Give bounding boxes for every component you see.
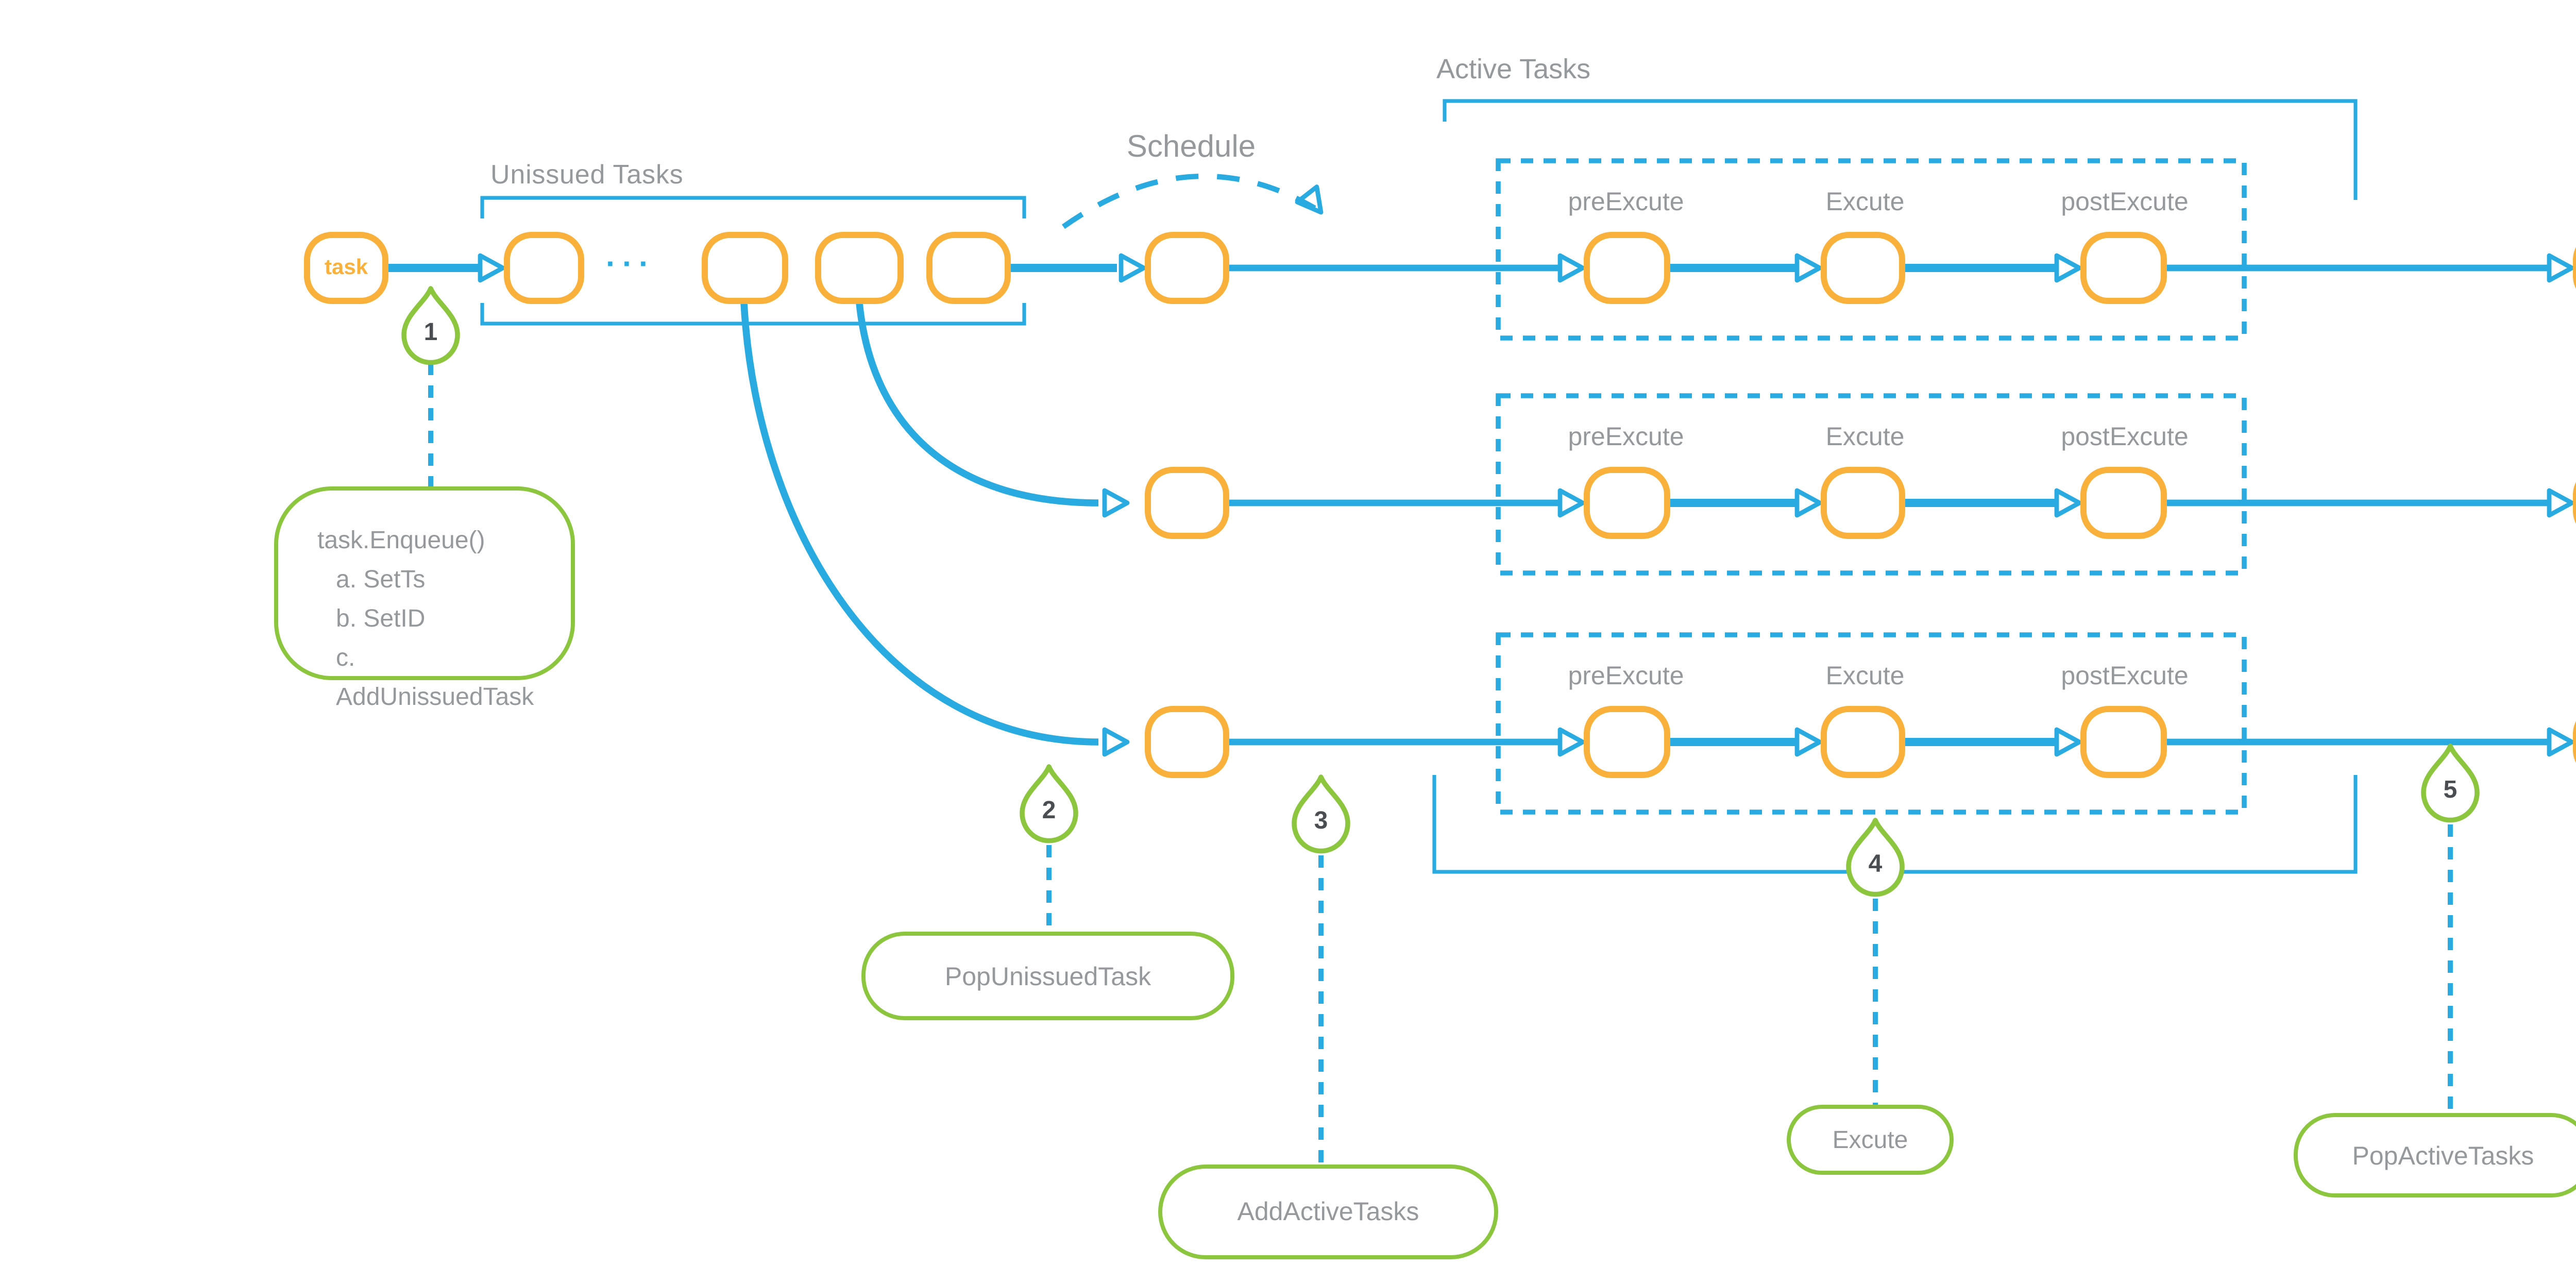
flow-lines bbox=[385, 264, 2547, 746]
pre-excute-label-row2: preExcute bbox=[1568, 423, 1684, 451]
pre-excute-label-row1: preExcute bbox=[1568, 188, 1684, 216]
scheduled-node-row3 bbox=[1145, 706, 1229, 778]
scheduled-node-row1 bbox=[1145, 232, 1229, 304]
pre-node-row3 bbox=[1584, 706, 1670, 778]
marker-1-number: 1 bbox=[423, 317, 438, 346]
annotation-markers bbox=[404, 289, 2477, 895]
unissued-tasks-label: Unissued Tasks bbox=[490, 159, 684, 190]
post-node-row2 bbox=[2080, 467, 2167, 539]
brackets bbox=[480, 99, 2358, 874]
exec-node-row2 bbox=[1821, 467, 1905, 539]
unissued-top-bracket bbox=[480, 196, 1026, 218]
pop-active-tasks-box: PopActiveTasks bbox=[2294, 1113, 2576, 1197]
task-source-node bbox=[304, 232, 388, 304]
schedule-arc bbox=[1061, 173, 1316, 229]
marker-4-number: 4 bbox=[1868, 849, 1883, 878]
marker-2-number: 2 bbox=[1042, 796, 1056, 824]
pre-node-row1 bbox=[1584, 232, 1670, 304]
post-excute-label-row3: postExcute bbox=[2061, 662, 2189, 690]
post-node-row3 bbox=[2080, 706, 2167, 778]
unissued-bottom-bracket bbox=[480, 303, 1026, 326]
add-active-tasks-box: AddActiveTasks bbox=[1158, 1165, 1498, 1259]
unissued-node-2 bbox=[702, 232, 788, 304]
pre-excute-label-row3: preExcute bbox=[1568, 662, 1684, 690]
marker-3-number: 3 bbox=[1314, 806, 1328, 835]
enqueue-line-b: b. SetID bbox=[336, 604, 426, 633]
schedule-label: Schedule bbox=[1126, 130, 1256, 165]
unissued-node-1 bbox=[504, 232, 584, 304]
pipeline-box-row1 bbox=[1496, 158, 2247, 341]
marker-5-number: 5 bbox=[2443, 775, 2458, 804]
post-excute-label-row1: postExcute bbox=[2061, 188, 2189, 216]
task-node-label: task bbox=[324, 256, 368, 280]
post-excute-label-row2: postExcute bbox=[2061, 423, 2189, 451]
active-tasks-label: Active Tasks bbox=[1436, 54, 1591, 85]
pipeline-box-row3 bbox=[1496, 632, 2247, 815]
annotation-leaders bbox=[428, 363, 2453, 1165]
enqueue-line-title: task.Enqueue() bbox=[317, 526, 485, 554]
excute-label-row2: Excute bbox=[1825, 423, 1905, 451]
enqueue-line-c: c. AddUnissuedTask bbox=[336, 643, 534, 711]
arrowheads bbox=[480, 187, 2572, 754]
excute-annotation-box: Excute bbox=[1787, 1105, 1954, 1175]
pop-unissued-task-box: PopUnissuedTask bbox=[861, 932, 1234, 1020]
enqueue-line-a: a. SetTs bbox=[336, 565, 426, 594]
pre-node-row2 bbox=[1584, 467, 1670, 539]
active-top-bracket bbox=[1443, 99, 2358, 200]
excute-label-row3: Excute bbox=[1825, 662, 1905, 690]
scheduled-node-row2 bbox=[1145, 467, 1229, 539]
enqueue-annotation-box: task.Enqueue() a. SetTs b. SetID c. AddU… bbox=[274, 486, 575, 711]
exec-node-row3 bbox=[1821, 706, 1905, 778]
task-nodes bbox=[304, 232, 2576, 778]
unissued-node-4 bbox=[926, 232, 1011, 304]
pipeline-box-row2 bbox=[1496, 393, 2247, 576]
curve-to-row2 bbox=[856, 302, 1099, 507]
active-task-boxes bbox=[1496, 158, 2247, 815]
queue-ellipsis: ··· bbox=[606, 247, 655, 282]
excute-label-row1: Excute bbox=[1825, 188, 1905, 216]
unissued-node-3 bbox=[815, 232, 904, 304]
exec-node-row1 bbox=[1821, 232, 1905, 304]
post-node-row1 bbox=[2080, 232, 2167, 304]
curve-to-row3 bbox=[740, 302, 1099, 746]
